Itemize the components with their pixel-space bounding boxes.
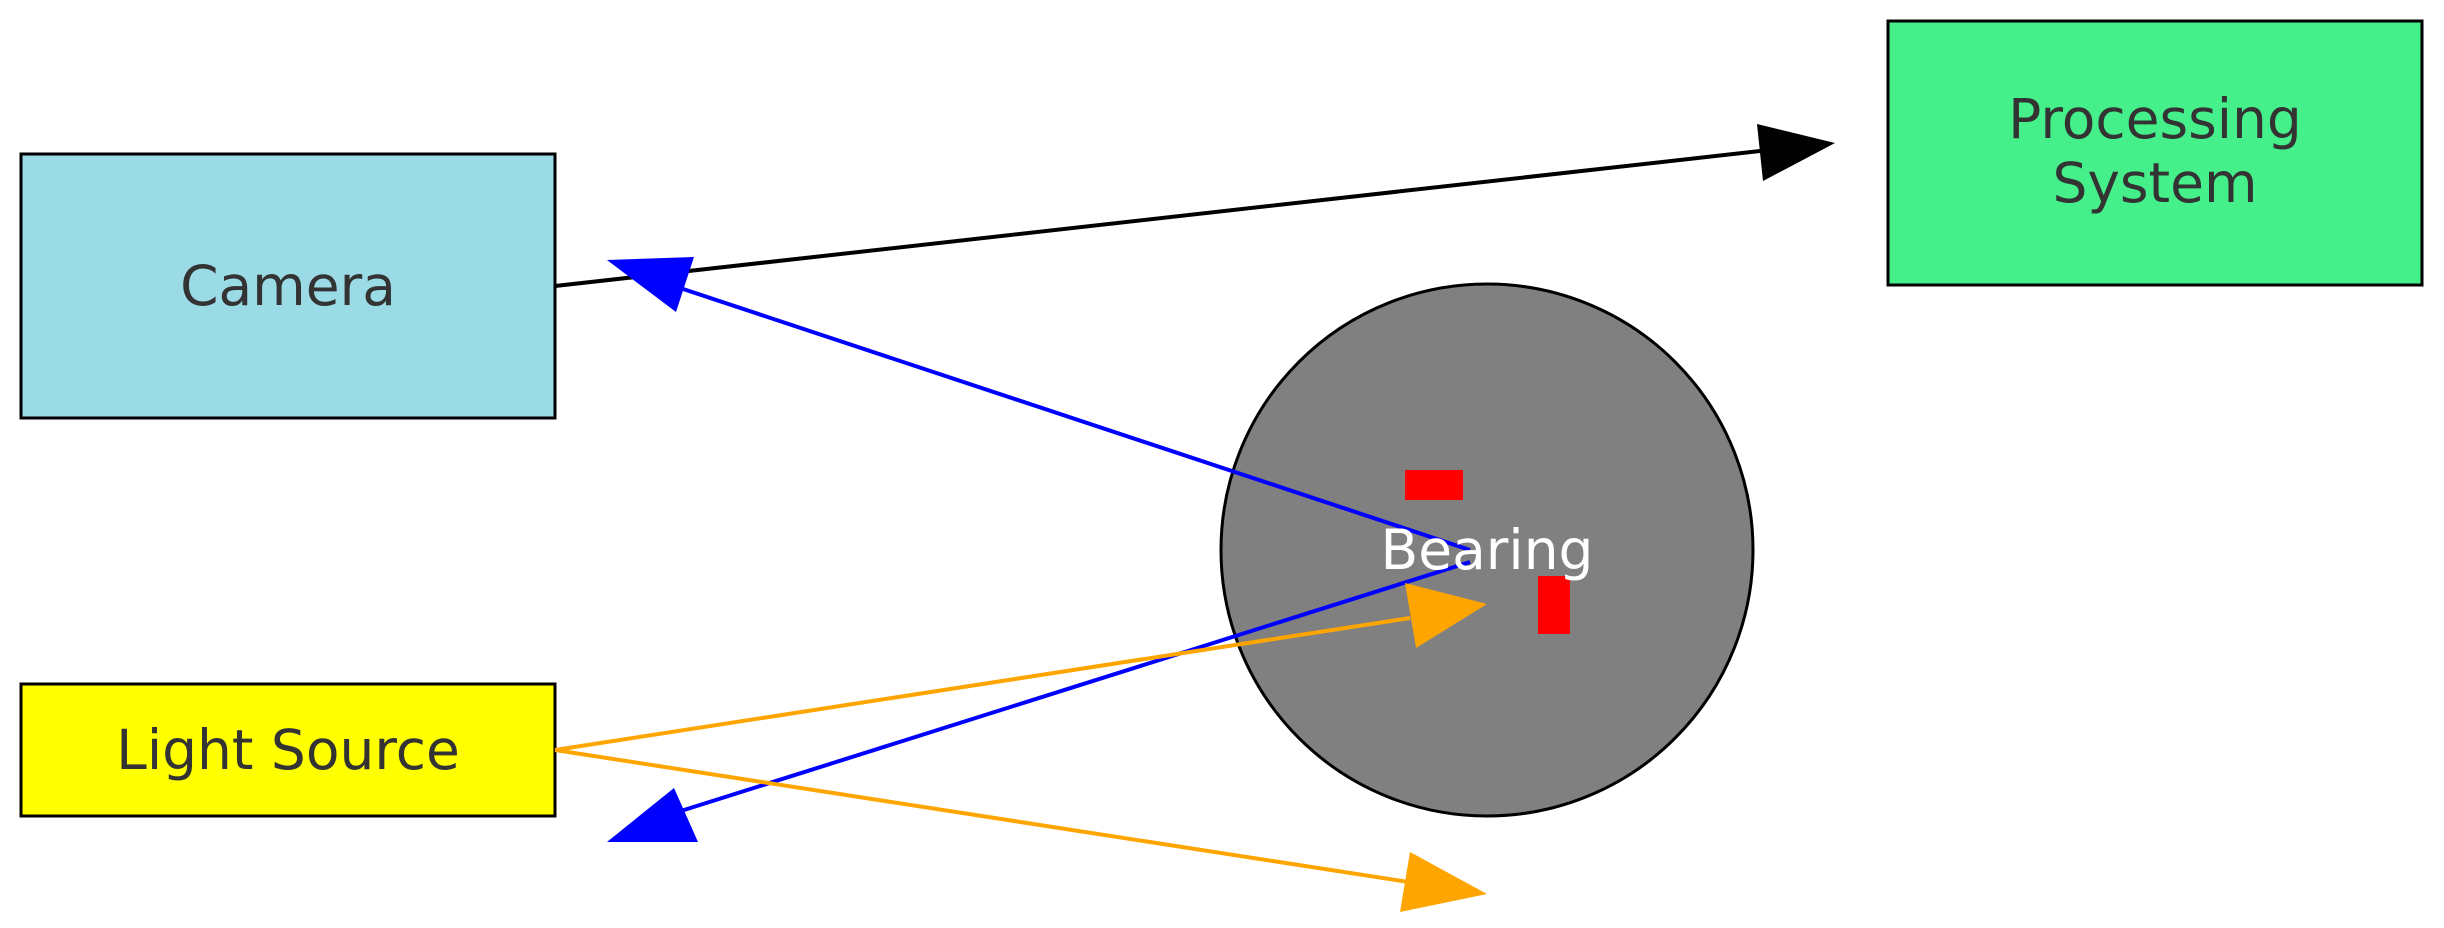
reflected-ray-lower	[607, 560, 1471, 842]
reflected-ray-lower-arrowhead	[607, 788, 698, 842]
reflected-ray-to-camera-line	[664, 281, 1471, 552]
processing-system-label-line-2: System	[2052, 151, 2257, 215]
light-source-node: Light Source	[19, 682, 557, 818]
light-source-box	[19, 682, 557, 818]
incident-ray-to-bearing-arrowhead	[1405, 583, 1487, 648]
defect-mark-top	[1405, 470, 1463, 500]
incident-ray-to-bearing-line	[554, 616, 1411, 752]
bearing-node	[1219, 282, 1755, 818]
incident-ray-lower-line	[554, 748, 1416, 885]
reflected-ray-lower-line	[664, 560, 1471, 818]
bearing-circle	[1219, 282, 1755, 818]
processing-system-box	[1886, 19, 2424, 287]
incident-ray-lower-arrowhead	[1400, 852, 1487, 912]
camera-node: Camera	[19, 152, 557, 420]
processing-system-node: Processing System	[1886, 19, 2424, 287]
data-link-arrow	[554, 124, 1835, 288]
processing-system-label-line-1: Processing	[2008, 87, 2302, 151]
data-link-arrowhead	[1757, 124, 1835, 181]
defect-mark-right	[1538, 576, 1570, 634]
incident-ray-to-bearing	[554, 583, 1487, 752]
data-link-line	[554, 149, 1761, 288]
reflected-ray-to-camera	[607, 257, 1471, 552]
light-source-label: Light Source	[116, 718, 460, 782]
reflected-ray-to-camera-arrowhead	[607, 257, 694, 312]
camera-label: Camera	[180, 254, 396, 318]
incident-ray-lower	[554, 748, 1487, 912]
bearing-label: Bearing	[1381, 518, 1594, 582]
